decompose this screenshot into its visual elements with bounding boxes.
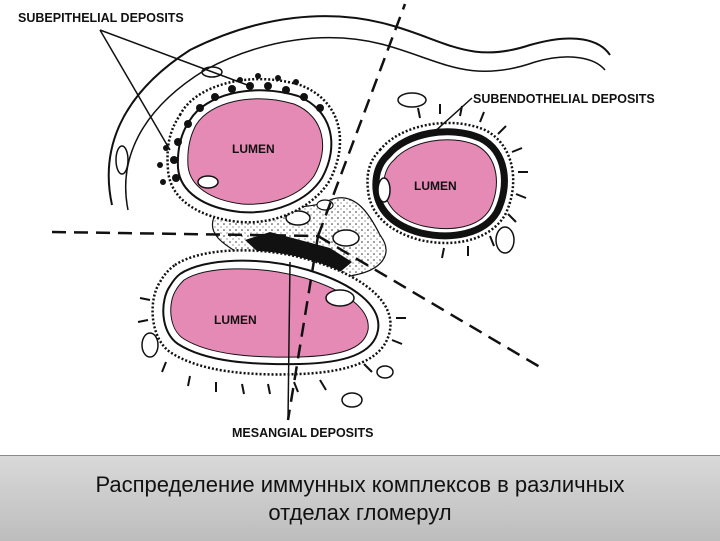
sector-dividers [51,3,546,421]
bowman-capsule [107,15,611,206]
endothelial-nucleus [325,289,355,307]
caption-text: Распределение иммунных комплексов в разл… [20,471,700,527]
endothelial-nucleus [197,175,219,189]
podocyte-nucleus [341,392,363,408]
bowman-capsule-inner [124,37,606,211]
capillary-loop-bottom-membrane [162,259,380,366]
foot-processes-right [417,104,528,259]
foot-processes-bottom [137,297,406,395]
capillary-loop-top-left-membrane [176,89,333,214]
mesangial-deposits [245,232,352,272]
lumen-top-left [187,98,324,205]
podocyte-nucleus [141,332,159,358]
label-subepithelial-deposits: SUBEPITHELIAL DEPOSITS [18,11,184,25]
subepithelial-deposits [157,73,324,185]
diagram-svg: SUBEPITHELIAL DEPOSITS SUBENDOTHELIAL DE… [18,3,655,440]
caption-bar: Распределение иммунных комплексов в разл… [0,455,720,541]
caption-line-1: Распределение иммунных комплексов в разл… [95,471,625,497]
subendothelial-deposits [372,128,508,240]
parietal-cell-nucleus [201,66,223,78]
mesangial-cell [332,229,360,247]
label-lumen-top-left: LUMEN [232,142,275,156]
caption-line-2: отделах гломерул [268,499,452,525]
label-subendothelial-deposits: SUBENDOTHELIAL DEPOSITS [473,92,655,106]
label-lumen-bottom: LUMEN [214,313,257,327]
podocyte-nucleus [376,365,394,379]
label-mesangial-deposits: MESANGIAL DEPOSITS [232,426,373,440]
podocyte-nucleus [397,92,427,108]
mesangial-cell [285,210,311,226]
leader-lines [99,29,473,421]
parietal-cell-nucleus [115,145,129,175]
label-lumen-right: LUMEN [414,179,457,193]
lumen-bottom [170,268,369,358]
podocyte-nucleus [495,226,515,254]
endothelial-nucleus [377,177,391,203]
